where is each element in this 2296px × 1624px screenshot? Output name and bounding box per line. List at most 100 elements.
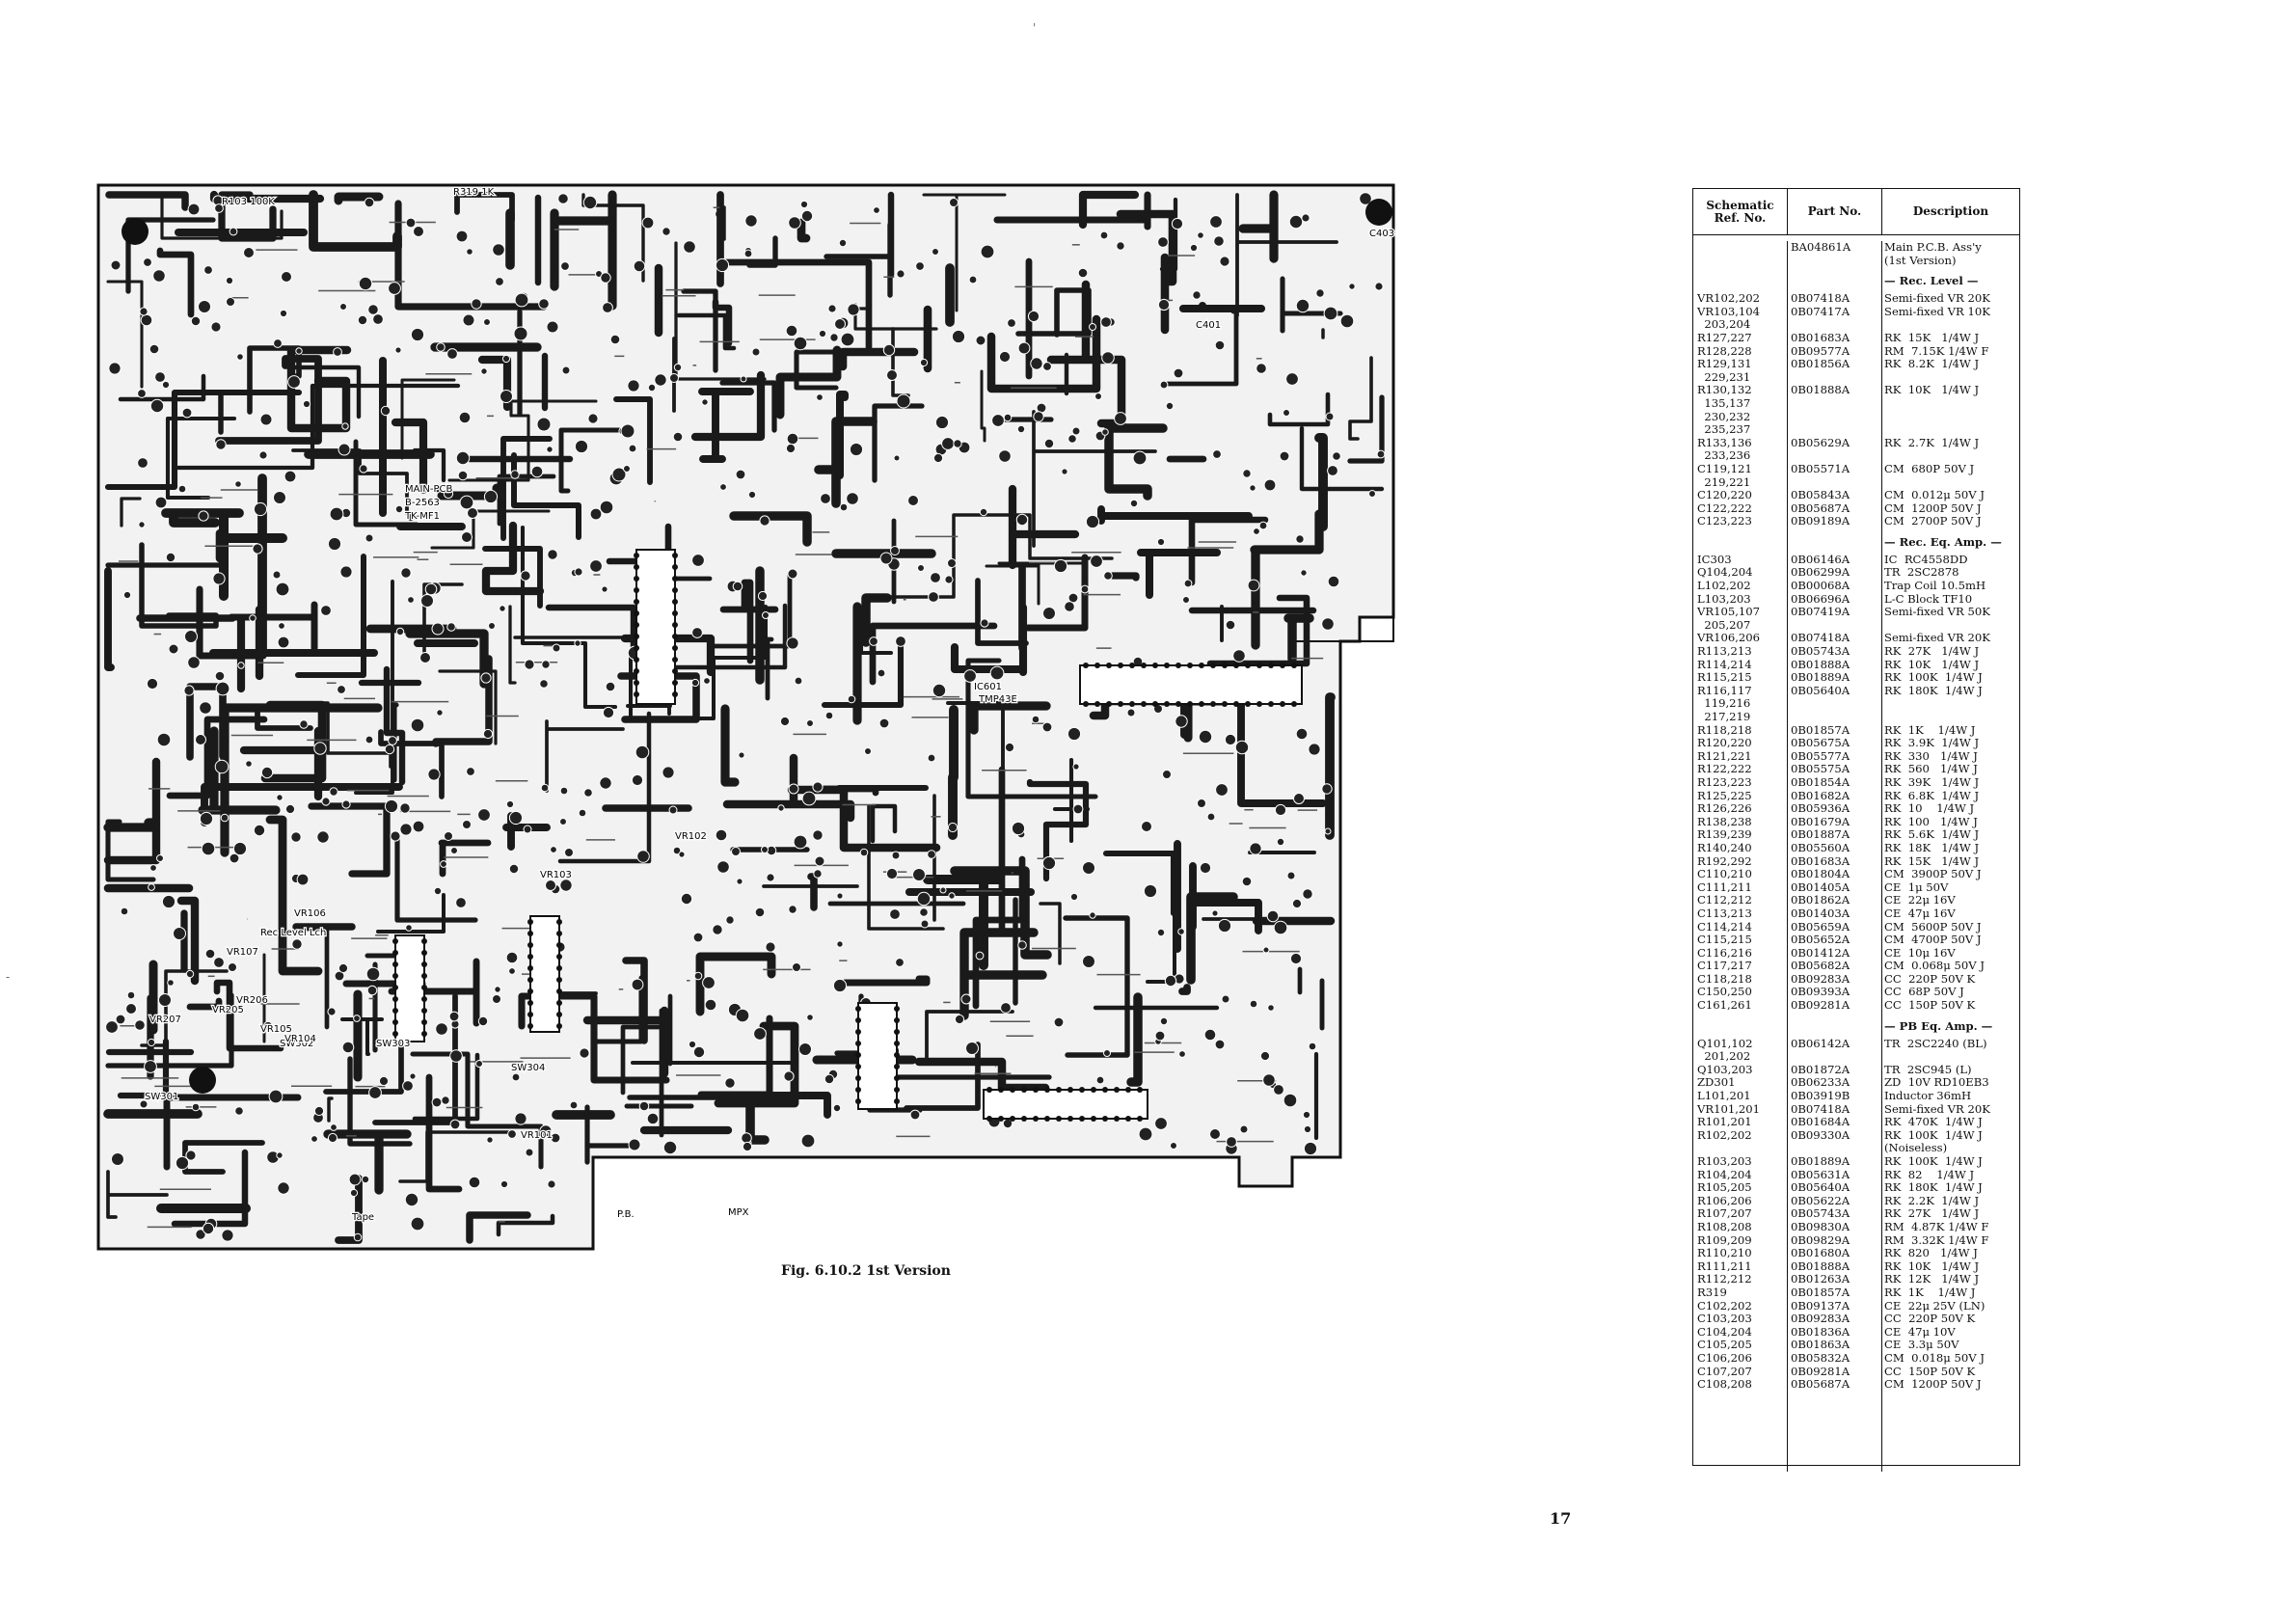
solder-pad	[1295, 534, 1305, 544]
description-cell	[1880, 697, 2019, 711]
ic-pin	[634, 576, 639, 582]
part-no-cell	[1787, 476, 1880, 490]
ref-cell: R140,240	[1697, 841, 1752, 854]
solder-pad	[187, 656, 201, 669]
ref-cell: R122,222	[1697, 763, 1752, 776]
ic-pin	[894, 1052, 900, 1058]
solder-pad	[546, 446, 554, 453]
solder-pad	[466, 767, 475, 776]
solder-pad	[753, 1027, 767, 1041]
copper-trace	[993, 191, 1151, 230]
description-cell: CC 68P 50V J	[1884, 986, 1964, 999]
ic-pin	[421, 1008, 427, 1014]
ic-pin	[1083, 663, 1089, 668]
table-row: 135,137	[1693, 397, 2019, 411]
part-no-cell: 0B05631A	[1791, 1168, 1850, 1181]
solder-pad	[367, 304, 379, 315]
solder-pad	[1224, 733, 1237, 746]
ic-pin	[855, 1041, 861, 1046]
description-cell: TR 2SC945 (L)	[1884, 1063, 1972, 1076]
table-row: 203,204	[1693, 318, 2019, 332]
solder-pad	[864, 747, 872, 755]
solder-pad	[402, 1080, 414, 1092]
solder-pad	[740, 375, 747, 383]
section-heading: — Rec. Eq. Amp. —	[1693, 534, 2019, 550]
solder-pad	[1094, 392, 1102, 400]
ref-cell: R103,203	[1697, 1155, 1752, 1168]
solder-pad	[1197, 798, 1206, 808]
description-cell: CM 1200P 50V J	[1884, 501, 1982, 515]
solder-pad	[1199, 861, 1212, 875]
solder-pad	[523, 825, 532, 834]
solder-pad	[384, 744, 395, 755]
ic-pin	[1106, 663, 1112, 668]
solder-pad	[812, 829, 824, 841]
board-label: Rec Level Lch	[260, 928, 326, 938]
solder-pad	[338, 962, 349, 974]
ic-pin	[1210, 663, 1216, 668]
solder-pad	[552, 643, 561, 653]
solder-pad	[327, 1132, 338, 1144]
solder-pad	[404, 1192, 419, 1207]
solder-pad	[455, 230, 469, 243]
copper-trace	[171, 1149, 249, 1228]
board-label: R319 1K	[453, 187, 495, 198]
solder-pad	[847, 694, 856, 704]
board-label: SW301	[145, 1092, 178, 1102]
ic-pin	[556, 1023, 562, 1029]
solder-pad	[1321, 617, 1335, 631]
solder-pad	[545, 880, 556, 891]
description-cell: Trap Coil 10.5mH	[1884, 580, 1986, 593]
copper-trace	[1109, 572, 1140, 582]
description-cell	[1880, 423, 2019, 437]
solder-pad	[680, 892, 693, 906]
solder-pad	[792, 962, 801, 972]
ic-pin	[998, 1087, 1004, 1093]
part-no-cell: 0B01403A	[1791, 907, 1850, 920]
copper-trace	[139, 542, 219, 629]
description-cell: CM 0.012μ 50V J	[1884, 489, 1985, 502]
ref-cell: R116,117	[1697, 684, 1752, 697]
solder-pad	[449, 1119, 461, 1130]
solder-pad	[364, 197, 375, 208]
solder-pad	[455, 450, 471, 466]
solder-pad	[1289, 952, 1303, 965]
board-label: MPX	[728, 1207, 749, 1218]
solder-pad	[779, 716, 791, 727]
solder-pad	[394, 346, 402, 354]
solder-pad	[751, 347, 761, 357]
description-cell	[1880, 371, 2019, 385]
solder-pad	[605, 681, 616, 692]
solder-pad	[1323, 306, 1338, 321]
solder-pad	[278, 622, 285, 630]
solder-pad	[1288, 214, 1304, 230]
ref-cell: C116,216	[1697, 946, 1752, 960]
solder-pad	[932, 248, 939, 256]
solder-pad	[501, 354, 511, 364]
solder-pad	[1215, 783, 1229, 797]
solder-pad	[146, 677, 159, 690]
solder-pad	[979, 507, 988, 517]
copper-trace	[716, 191, 724, 287]
solder-pad	[879, 552, 893, 565]
description-cell: RK 10K 1/4W J	[1884, 658, 1980, 671]
ic-pin	[392, 1019, 398, 1025]
solder-pad	[1226, 1136, 1237, 1148]
solder-pad	[111, 1152, 124, 1166]
solder-pad	[173, 927, 186, 940]
solder-pad	[330, 1123, 338, 1131]
ref-cell: R319	[1697, 1286, 1727, 1299]
solder-pad	[847, 303, 860, 316]
solder-pad	[441, 1096, 450, 1105]
description-cell: RK 100K 1/4W J	[1884, 1128, 1983, 1142]
solder-pad	[536, 417, 552, 432]
copper-trace	[720, 704, 740, 787]
part-no-cell: 0B01862A	[1791, 894, 1850, 907]
solder-pad	[1286, 871, 1296, 880]
